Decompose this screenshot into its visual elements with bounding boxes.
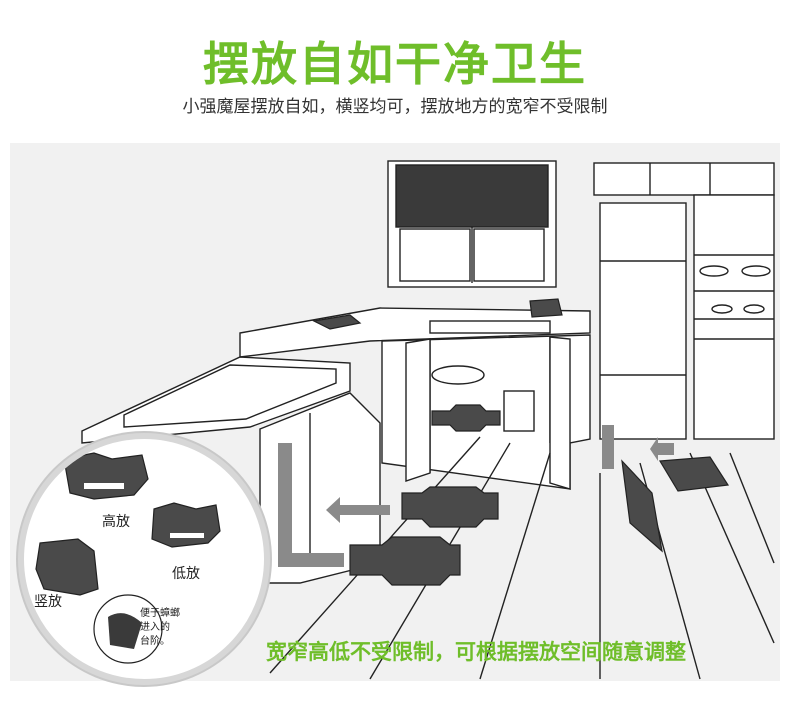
trap-box-upright [621, 459, 663, 553]
trap-box-floor-right [658, 456, 730, 492]
trap-box-vertical [35, 538, 99, 596]
step-tip-line: 进入的 [140, 622, 170, 633]
trap-box-floor-mid [401, 486, 499, 528]
arrow-indicator [278, 443, 292, 567]
trap-box-low [151, 502, 221, 548]
arrow-indicator [326, 497, 390, 523]
stovetop [123, 364, 337, 428]
page-title: 摆放自如干净卫生 [203, 37, 587, 91]
bottom-caption: 宽窄高低不受限制，可根据摆放空间随意调整 [266, 640, 686, 664]
label-low-placement: 低放 [172, 566, 200, 582]
step-tip: 便于蟑螂 进入的 台阶。 [140, 607, 184, 649]
label-high-placement: 高放 [102, 514, 130, 530]
placement-inset-circle: 高放 低放 竖放 便于蟑螂 进入的 台阶。 [18, 433, 270, 685]
page-subtitle: 小强魔屋摆放自如，横竖均可，摆放地方的宽窄不受限制 [182, 97, 608, 117]
trap-box-sink [529, 298, 563, 318]
shelf-unit [693, 194, 775, 440]
arrow-indicator [278, 553, 344, 567]
arrow-indicator [650, 437, 674, 461]
label-vertical-placement: 竖放 [34, 594, 62, 610]
upper-cabinet [593, 162, 775, 196]
trap-box-floor-front [349, 536, 461, 586]
kitchen-scene [81, 160, 775, 680]
trap-box-high [63, 452, 149, 500]
trap-box-counter [312, 314, 362, 330]
step-tip-line: 台阶。 [140, 636, 170, 647]
refrigerator [599, 202, 687, 440]
inset-illustration [35, 452, 221, 664]
trap-box-shelf [431, 404, 501, 432]
window-blind [395, 164, 549, 228]
step-tip-line: 便于蟑螂 [140, 608, 180, 619]
sink [429, 320, 551, 334]
arrow-indicator [602, 425, 614, 469]
